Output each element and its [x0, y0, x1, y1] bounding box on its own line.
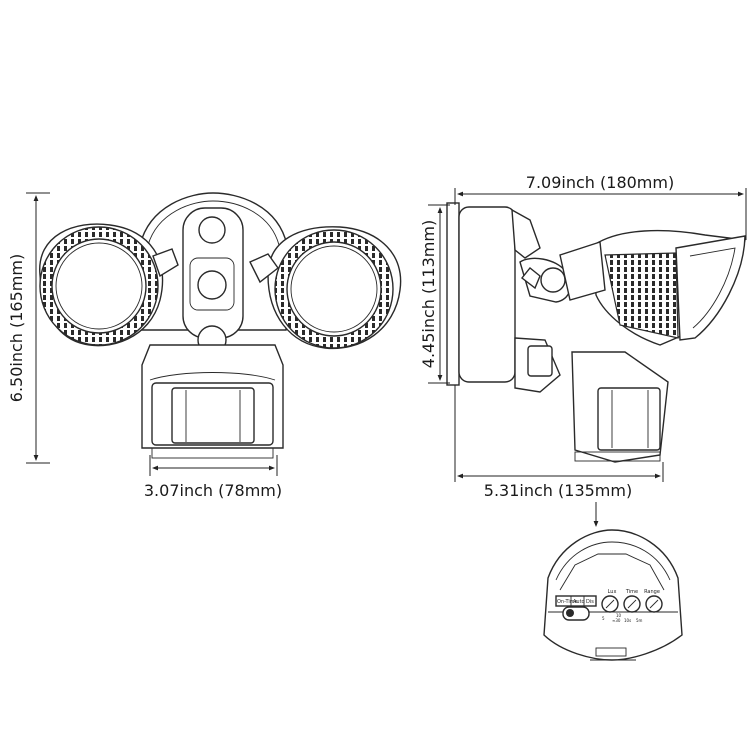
left-lamp-head	[39, 223, 179, 347]
mode-switch-knob	[566, 609, 574, 617]
side-length-dimension	[454, 188, 747, 240]
scale-mark-lux-min: 5	[602, 616, 605, 621]
side-depth-dimension	[454, 385, 664, 482]
dial-label-time: Time	[625, 589, 638, 595]
switch-label-auto: Auto	[573, 599, 585, 605]
dial-label-lux: Lux	[608, 589, 617, 595]
sensor-detail-view: On-Time Auto Dis Lux Time Range 5 10 ∞30…	[543, 529, 683, 661]
side-height-dimension	[428, 204, 450, 384]
side-depth-label: 5.31inch (135mm)	[484, 481, 632, 500]
right-lamp-head	[249, 226, 402, 350]
scale-mark-lux-mid: 10	[616, 613, 622, 618]
dial-label-range: Range	[644, 589, 660, 595]
front-width-label: 3.07inch (78mm)	[144, 481, 282, 500]
front-motion-sensor	[141, 344, 284, 459]
side-length-label: 7.09inch (180mm)	[526, 173, 674, 192]
scale-mark-lux-max: ∞30	[612, 618, 621, 623]
side-height-label: 4.45inch (113mm)	[419, 220, 438, 368]
front-view-drawing	[39, 192, 402, 459]
scale-mark-time-max: 5m	[636, 618, 643, 623]
switch-label-on-time: On-Time	[557, 599, 578, 605]
front-width-dimension	[149, 455, 278, 476]
switch-label-dis: Dis	[586, 599, 594, 605]
scale-mark-time-min: 10s	[624, 618, 631, 623]
side-view-drawing	[446, 202, 746, 463]
front-height-label: 6.50inch (165mm)	[7, 254, 26, 402]
front-height-dimension	[26, 192, 50, 464]
